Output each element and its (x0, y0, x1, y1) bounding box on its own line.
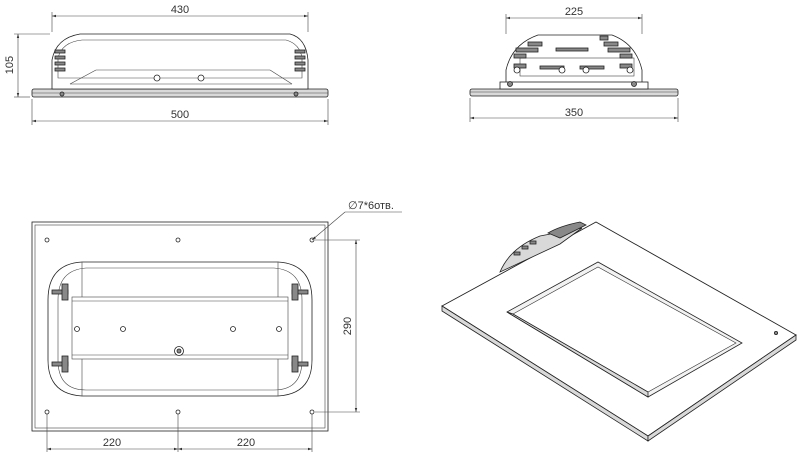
top-inner-panel (71, 296, 289, 360)
dim-top-spacing-right: 220 (237, 437, 255, 449)
front-fins-left (54, 49, 66, 72)
front-fins-right (294, 49, 306, 72)
isometric-view (441, 221, 797, 442)
dim-side-width-top: 225 (565, 6, 583, 18)
front-view: 430 105 500 (4, 4, 329, 125)
front-screw (153, 74, 161, 82)
front-screw (293, 91, 299, 97)
hole-note: ∅7*6отв. (348, 200, 394, 212)
dim-top-spacing-left: 220 (103, 437, 121, 449)
front-screw (197, 74, 205, 82)
dim-top-height: 290 (342, 317, 354, 335)
dim-front-height: 105 (4, 56, 16, 74)
dim-side-width-bottom: 350 (565, 107, 583, 119)
top-view: ∅7*6отв. 290 220 220 (31, 200, 402, 452)
hole-leader-line (311, 211, 346, 241)
top-housing (47, 261, 313, 397)
side-housing (505, 34, 643, 85)
front-housing (51, 33, 309, 90)
front-screw (59, 91, 65, 97)
top-fins (51, 283, 309, 373)
side-view: 225 350 (469, 6, 679, 122)
dim-front-width-top: 430 (171, 4, 189, 16)
side-base-plate (469, 88, 679, 97)
dim-front-width-bottom: 500 (171, 109, 189, 121)
